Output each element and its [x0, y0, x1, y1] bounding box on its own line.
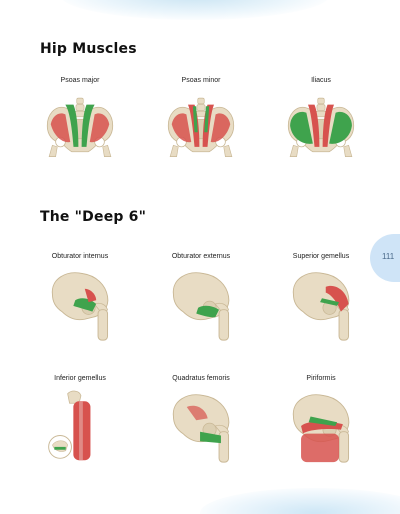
hip-quadratus-femoris-illustration: [172, 394, 230, 463]
hip-superior-gemellus-illustration: [292, 272, 350, 341]
figure-caption: Psoas major: [60, 77, 100, 84]
figure-psoas-major: Psoas major: [20, 76, 140, 168]
pelvis-iliacus-illustration: [287, 97, 355, 158]
section-title-deep-6: The "Deep 6": [40, 209, 147, 225]
hip-obturator-externus-illustration: [172, 272, 230, 341]
hip-obturator-internus-illustration: [51, 272, 109, 341]
figure-caption: Psoas minor: [181, 77, 221, 84]
section-title-hip-muscles: Hip Muscles: [40, 41, 137, 57]
figure-caption: Inferior gemellus: [54, 375, 106, 382]
figure-caption: Piriformis: [306, 375, 336, 382]
figure-psoas-minor: Psoas minor: [141, 76, 261, 168]
hip-piriformis-illustration: [292, 394, 350, 463]
watercolor-wash-bottom: [200, 488, 400, 514]
figure-piriformis: Piriformis: [261, 374, 381, 464]
leg-inferior-gemellus-illustration: [48, 390, 91, 461]
figure-caption: Obturator internus: [51, 253, 109, 260]
figure-inferior-gemellus: Inferior gemellus: [20, 374, 140, 464]
figure-caption: Iliacus: [311, 77, 331, 84]
figure-caption: Superior gemellus: [292, 253, 350, 260]
figure-iliacus: Iliacus: [261, 76, 381, 168]
figure-superior-gemellus: Superior gemellus: [261, 252, 381, 342]
watercolor-wash-top: [60, 0, 330, 20]
page-number: 111: [382, 252, 395, 261]
figure-obturator-externus: Obturator externus: [141, 252, 261, 342]
pelvis-psoas-major-illustration: [46, 97, 114, 158]
figure-caption: Obturator externus: [171, 253, 231, 260]
figure-obturator-internus: Obturator internus: [20, 252, 140, 342]
figure-caption: Quadratus femoris: [172, 375, 230, 382]
figure-quadratus-femoris: Quadratus femoris: [141, 374, 261, 464]
pelvis-psoas-minor-illustration: [167, 97, 235, 158]
